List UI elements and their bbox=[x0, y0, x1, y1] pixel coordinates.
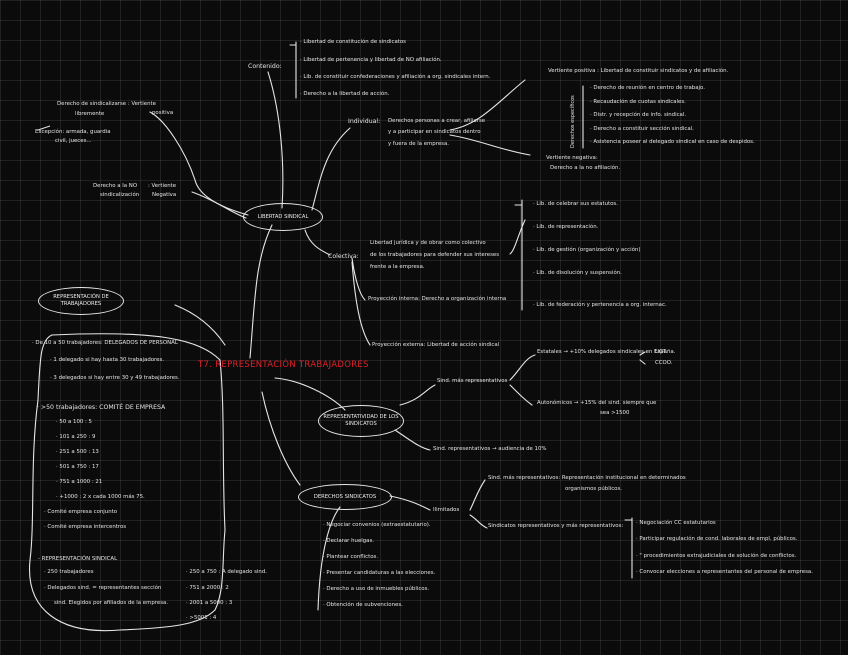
representatividad-title: REPRESENTATIVIDAD DE LOS SINDICATOS bbox=[323, 414, 399, 427]
vertiente-positiva-detail: Vertiente positiva : Libertad de constit… bbox=[548, 68, 729, 74]
representacion-sindical-title: - REPRESENTACIÓN SINDICAL bbox=[38, 556, 118, 562]
representacion-title: REPRESENTACIÓN DE TRABAJADORES bbox=[53, 294, 109, 307]
representacion-item: · >50 trabajadores: COMITÉ DE EMPRESA bbox=[37, 404, 166, 411]
autonomicos-text: Autonómicos → +15% del sind. siempre que bbox=[537, 400, 657, 406]
colectiva-line: Libertad jurídica y de obrar como colect… bbox=[370, 240, 486, 246]
derecho-especifico-item: · Derecho de reunión en centro de trabaj… bbox=[590, 85, 705, 91]
derechos-sindicatos-title: DERECHOS SINDICATOS bbox=[313, 493, 377, 500]
representacion-item: · 3 delegados si hay entre 30 y 49 traba… bbox=[50, 375, 180, 381]
excepcion-line-1: Excepción: armada, guardia bbox=[35, 129, 111, 135]
representativos-item: · Participar regulación de cond. laboral… bbox=[636, 536, 798, 542]
ilimitados-label: Ilimitados bbox=[433, 507, 460, 513]
representacion-sindical-item: · 250 trabajadores bbox=[44, 569, 94, 575]
individual-label: Individual: bbox=[348, 118, 381, 125]
representacion-trabajadores-node: REPRESENTACIÓN DE TRABAJADORES bbox=[38, 287, 124, 315]
derecho-libremente: libremente bbox=[75, 111, 105, 117]
proyeccion-interna: Proyección interna: Derecho a organizaci… bbox=[368, 296, 507, 302]
comite-tramo: · 751 a 1000 : 21 bbox=[56, 479, 103, 485]
derecho-especifico-item: · Recaudación de cuotas sindicales. bbox=[590, 99, 686, 105]
comite-intercentros: · Comité empresa intercentros bbox=[44, 524, 127, 530]
comite-tramo: · +1000 : 2 x cada 1000 más 75. bbox=[56, 494, 145, 500]
derecho-base-item: · Declarar huelgas. bbox=[323, 538, 375, 544]
contenido-item: · Libertad de pertenencia y libertad de … bbox=[300, 57, 442, 63]
delegado-tramo: · 2001 a 5000 : 3 bbox=[186, 600, 233, 606]
delegado-tramo: · 250 a 750 : A delegado sind. bbox=[186, 569, 267, 575]
sind-representativos: Sind. representativos → audiencia de 10% bbox=[433, 446, 547, 452]
representacion-sindical-item: · Delegados sind. = representantes secci… bbox=[44, 585, 162, 591]
derecho-especifico-item: · Derecho a constituir sección sindical. bbox=[590, 126, 694, 132]
derecho-especifico-item: · Asistencia poseer al delegado sindical… bbox=[590, 139, 755, 145]
representativos-item: · " procedimientos extrajudiciales de so… bbox=[636, 553, 797, 559]
derecho-especifico-item: · Distr. y recepción de info. sindical. bbox=[590, 112, 687, 118]
representacion-sindical-item: sind. Elegidos por afiliados de la empre… bbox=[54, 600, 169, 606]
derechos-sindicatos-node: DERECHOS SINDICATOS bbox=[298, 484, 392, 510]
colectiva-line: frente a la empresa. bbox=[370, 264, 425, 270]
derecho-no-sindicalizacion: Derecho a la NO bbox=[93, 183, 138, 189]
mas-representativos-derecho-2: organismos públicos. bbox=[565, 486, 622, 492]
representatividad-node: REPRESENTATIVIDAD DE LOS SINDICATOS bbox=[318, 405, 404, 437]
libertad-sindical-node: LIBERTAD SINDICAL bbox=[243, 203, 323, 231]
contenido-item: · Libertad de constitución de sindicatos bbox=[300, 39, 406, 45]
representacion-item: · 1 delegado si hay hasta 30 trabajadore… bbox=[50, 357, 164, 363]
contenido-label: Contenido: bbox=[248, 63, 282, 70]
derecho-base-item: · Obtención de subvenciones. bbox=[323, 602, 403, 608]
representativos-label: Sindicatos representativos y más represe… bbox=[488, 523, 624, 529]
colectiva-item: · Lib. de federación y pertenencia a org… bbox=[533, 302, 667, 308]
ccoo-label: CCOO. bbox=[655, 360, 673, 366]
comite-tramo: · 101 a 250 : 9 bbox=[56, 434, 96, 440]
representativos-item: · Convocar elecciones a representantes d… bbox=[636, 569, 813, 575]
derechos-especificos-label: Derechos específicos bbox=[570, 95, 576, 148]
comite-tramo: · 50 a 100 : 5 bbox=[56, 419, 92, 425]
vertiente-negativa-text: Derecho a la no afiliación. bbox=[550, 165, 621, 171]
center-topic: T7. REPRESENTACIÓN TRABAJADORES bbox=[198, 360, 369, 370]
sindicalizacion-label: sindicalización bbox=[100, 192, 140, 198]
vertiente-negativa-prefix: : Vertiente bbox=[148, 183, 177, 189]
proyeccion-externa: Proyección externa: Libertad de acción s… bbox=[372, 342, 500, 348]
colectiva-item: · Lib. de representación. bbox=[533, 224, 599, 230]
representacion-item: · De 10 a 50 trabajadores: DELEGADOS DE … bbox=[32, 340, 178, 346]
derecho-base-item: · Plantear conflictos. bbox=[323, 554, 379, 560]
vertiente-positiva-label: positiva bbox=[152, 110, 174, 116]
individual-line: Derechos personas a crear, afiliarse bbox=[388, 118, 486, 124]
comite-tramo: · 501 a 750 : 17 bbox=[56, 464, 99, 470]
colectiva-item: · Lib. de gestión (organización y acción… bbox=[533, 247, 641, 253]
colectiva-line: de los trabajadores para defender sus in… bbox=[370, 252, 500, 258]
colectiva-label: Colectiva: bbox=[328, 253, 359, 260]
individual-line: y fuera de la empresa. bbox=[388, 141, 449, 147]
comite-empresa-conjunto: · Comité empresa conjunto bbox=[44, 509, 118, 515]
representativos-item: · Negociación CC estatutarios bbox=[636, 520, 716, 526]
derecho-base-item: · Derecho a uso de inmuebles públicos. bbox=[323, 586, 430, 592]
colectiva-item: · Lib. de disolución y suspensión. bbox=[533, 270, 622, 276]
contenido-item: · Derecho a la libertad de acción. bbox=[300, 91, 390, 97]
estatales-text: Estatales → +10% delegados sindicales en… bbox=[537, 349, 676, 355]
excepcion-line-2: civil, jueces... bbox=[55, 138, 92, 144]
colectiva-item: · Lib. de celebrar sus estatutos. bbox=[533, 201, 618, 207]
derecho-sindicalizarse: Derecho de sindicalizarse : Vertiente bbox=[57, 101, 156, 107]
autonomicos-text-2: sea >1500 bbox=[600, 410, 630, 416]
derecho-base-item: · Presentar candidaturas a las eleccione… bbox=[323, 570, 436, 576]
ugt-label: UGT. bbox=[655, 349, 668, 355]
sind-mas-representativos: Sind. más representativos bbox=[437, 378, 508, 384]
vertiente-negativa-label: Negativa bbox=[152, 192, 177, 198]
vertiente-negativa-title: Vertiente negativa: bbox=[546, 155, 598, 161]
libertad-sindical-title: LIBERTAD SINDICAL bbox=[257, 213, 309, 220]
mas-representativos-derecho: Sind. más representativos: Representació… bbox=[488, 475, 686, 481]
contenido-item: · Lib. de constituir confederaciones y a… bbox=[300, 74, 491, 80]
delegado-tramo: · >5001 : 4 bbox=[186, 615, 217, 621]
individual-line: y a participar en sindicatos dentro bbox=[388, 129, 481, 135]
derecho-base-item: · Negociar convenios (extraestatutario). bbox=[323, 522, 431, 528]
delegado-tramo: · 751 a 2000 : 2 bbox=[186, 585, 229, 591]
comite-tramo: · 251 a 500 : 13 bbox=[56, 449, 99, 455]
